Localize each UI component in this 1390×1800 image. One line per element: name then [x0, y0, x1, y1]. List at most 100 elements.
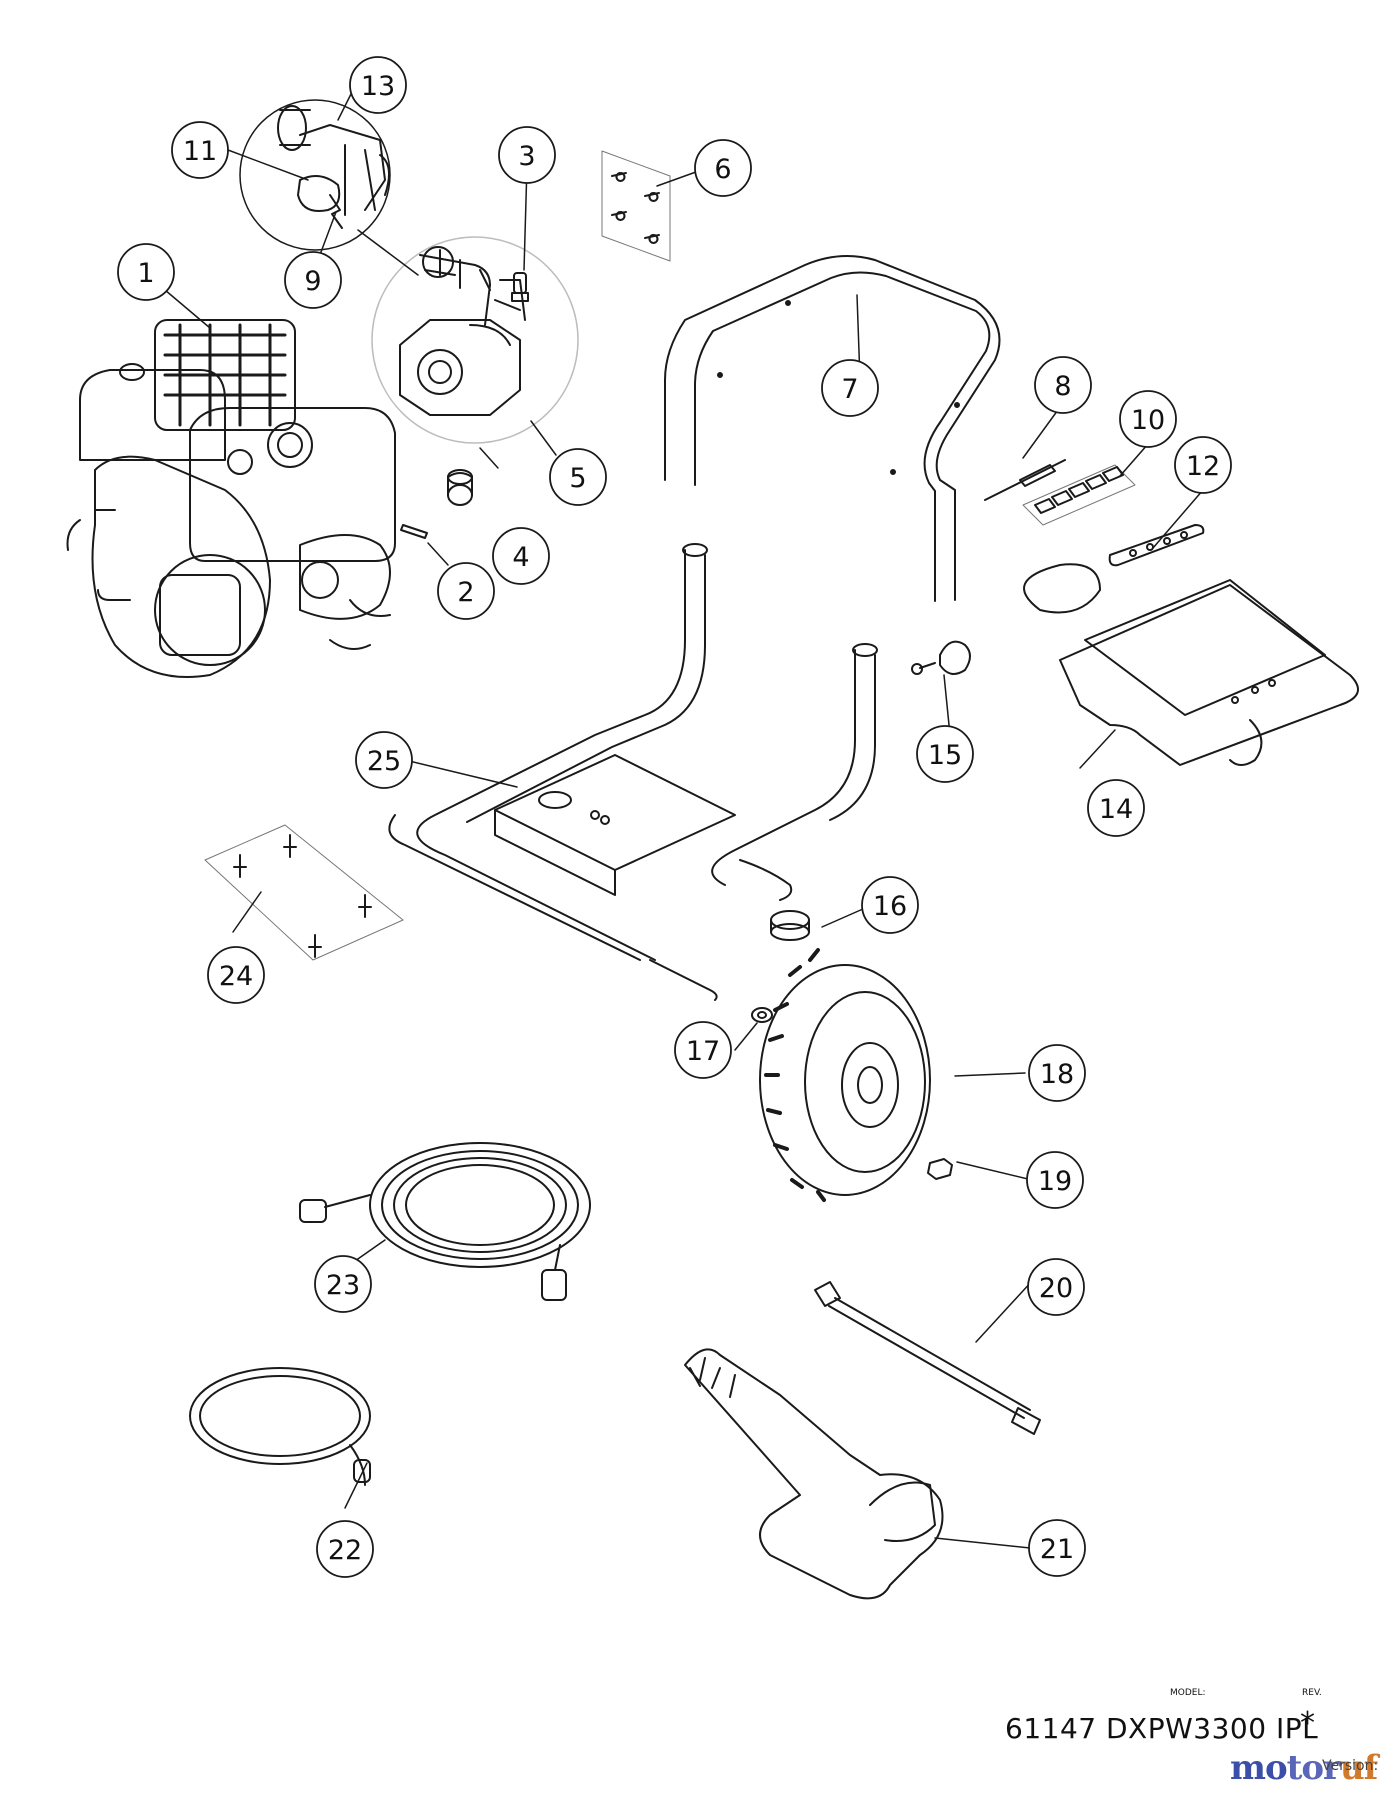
callout-16: 16 — [861, 876, 919, 934]
callout-number: 3 — [518, 141, 535, 172]
callout-circle — [316, 1520, 374, 1578]
adjust-knob-part[interactable] — [297, 175, 341, 212]
callout-4: 4 — [492, 527, 550, 585]
callout-number: 4 — [512, 542, 529, 573]
callout-number: 17 — [686, 1036, 720, 1067]
unloader-valve-part[interactable] — [277, 105, 390, 216]
callout-3: 3 — [498, 126, 556, 184]
callout-8: 8 — [1034, 356, 1092, 414]
callout-circle — [1028, 1519, 1086, 1577]
callout-number: 23 — [326, 1270, 360, 1301]
accessory-tray-part[interactable] — [1023, 563, 1359, 766]
callout-circle — [916, 725, 974, 783]
detergent-hose-part[interactable] — [189, 1367, 371, 1486]
revision-value: * — [1300, 1706, 1315, 1741]
engine-part[interactable] — [66, 319, 396, 678]
callout-circle — [549, 448, 607, 506]
callout-20: 20 — [1027, 1258, 1085, 1316]
callout-12: 12 — [1174, 436, 1232, 494]
model-number: 61147 DXPW3300 IPL — [1005, 1712, 1319, 1745]
callout-25: 25 — [355, 731, 413, 789]
callout-number: 6 — [714, 154, 731, 185]
callout-circle — [1119, 390, 1177, 448]
knob-part[interactable] — [911, 640, 971, 675]
callout-7: 7 — [821, 359, 879, 417]
watermark-part-a: mo — [1230, 1748, 1288, 1788]
callout-18: 18 — [1028, 1044, 1086, 1102]
callout-number: 21 — [1040, 1534, 1074, 1565]
shaft-key-part[interactable] — [400, 524, 428, 539]
watermark-part-c: uf — [1339, 1748, 1378, 1788]
nozzle-holder-part[interactable] — [1108, 524, 1205, 567]
callout-circle — [1034, 356, 1092, 414]
pump-part[interactable] — [399, 246, 526, 416]
callout-number: 2 — [457, 577, 474, 608]
callout-circle — [355, 731, 413, 789]
callout-number: 9 — [304, 266, 321, 297]
callout-13: 13 — [349, 56, 407, 114]
callout-circle — [314, 1255, 372, 1313]
callout-number: 25 — [367, 746, 401, 777]
rubber-foot-part[interactable] — [770, 910, 810, 941]
rev-caption: REV. — [1302, 1688, 1322, 1698]
callout-5: 5 — [549, 448, 607, 506]
callout-circle — [437, 562, 495, 620]
callout-number: 14 — [1099, 794, 1133, 825]
pump-bolts-part[interactable] — [601, 150, 671, 262]
callout-circle — [861, 876, 919, 934]
callout-6: 6 — [694, 139, 752, 197]
callout-circle — [1028, 1044, 1086, 1102]
callout-number: 24 — [219, 961, 253, 992]
callout-number: 13 — [361, 71, 395, 102]
callout-number: 12 — [1186, 451, 1220, 482]
callout-23: 23 — [314, 1255, 372, 1313]
callout-14: 14 — [1087, 779, 1145, 837]
pressure-hose-part[interactable] — [299, 1142, 591, 1301]
model-caption: MODEL: — [1170, 1688, 1206, 1698]
callout-10: 10 — [1119, 390, 1177, 448]
spray-lance-part[interactable] — [814, 1281, 1041, 1435]
spray-gun-part[interactable] — [684, 1348, 944, 1600]
callout-circle — [284, 251, 342, 309]
callout-circle — [674, 1021, 732, 1079]
washer-part[interactable] — [751, 1007, 773, 1023]
watermark-part-b: tor — [1286, 1748, 1341, 1788]
callout-11: 11 — [171, 121, 229, 179]
callout-circle — [498, 126, 556, 184]
upper-handle-part[interactable] — [664, 255, 1001, 602]
callout-circle — [1026, 1151, 1084, 1209]
version-label: Version: — [1322, 1758, 1379, 1774]
callout-number: 7 — [841, 374, 858, 405]
nozzle-set-part[interactable] — [1022, 464, 1136, 526]
callout-19: 19 — [1026, 1151, 1084, 1209]
watermark-logo: motoruf — [1230, 1748, 1378, 1788]
callout-number: 22 — [328, 1535, 362, 1566]
lower-frame-part[interactable] — [388, 543, 878, 1001]
callout-circle — [1027, 1258, 1085, 1316]
callout-number: 16 — [873, 891, 907, 922]
callout-2: 2 — [437, 562, 495, 620]
bushing-part[interactable] — [447, 469, 473, 506]
callout-number: 1 — [137, 258, 154, 289]
fitting-part[interactable] — [511, 272, 529, 302]
callout-circle — [349, 56, 407, 114]
callout-circle — [694, 139, 752, 197]
callout-circle — [1087, 779, 1145, 837]
callout-1: 1 — [117, 243, 175, 301]
callout-9: 9 — [284, 251, 342, 309]
axle-bolt-part[interactable] — [927, 1158, 953, 1180]
callout-circle — [1174, 436, 1232, 494]
callout-circle — [117, 243, 175, 301]
wheel-part[interactable] — [759, 948, 931, 1202]
callout-circle — [821, 359, 879, 417]
callout-number: 8 — [1054, 371, 1071, 402]
callout-number: 15 — [928, 740, 962, 771]
callout-circle — [492, 527, 550, 585]
cable-tie-part[interactable] — [984, 459, 1066, 501]
engine-bolts-part[interactable] — [204, 824, 404, 961]
callout-21: 21 — [1028, 1519, 1086, 1577]
callout-number: 19 — [1038, 1166, 1072, 1197]
callout-15: 15 — [916, 725, 974, 783]
callout-number: 18 — [1040, 1059, 1074, 1090]
